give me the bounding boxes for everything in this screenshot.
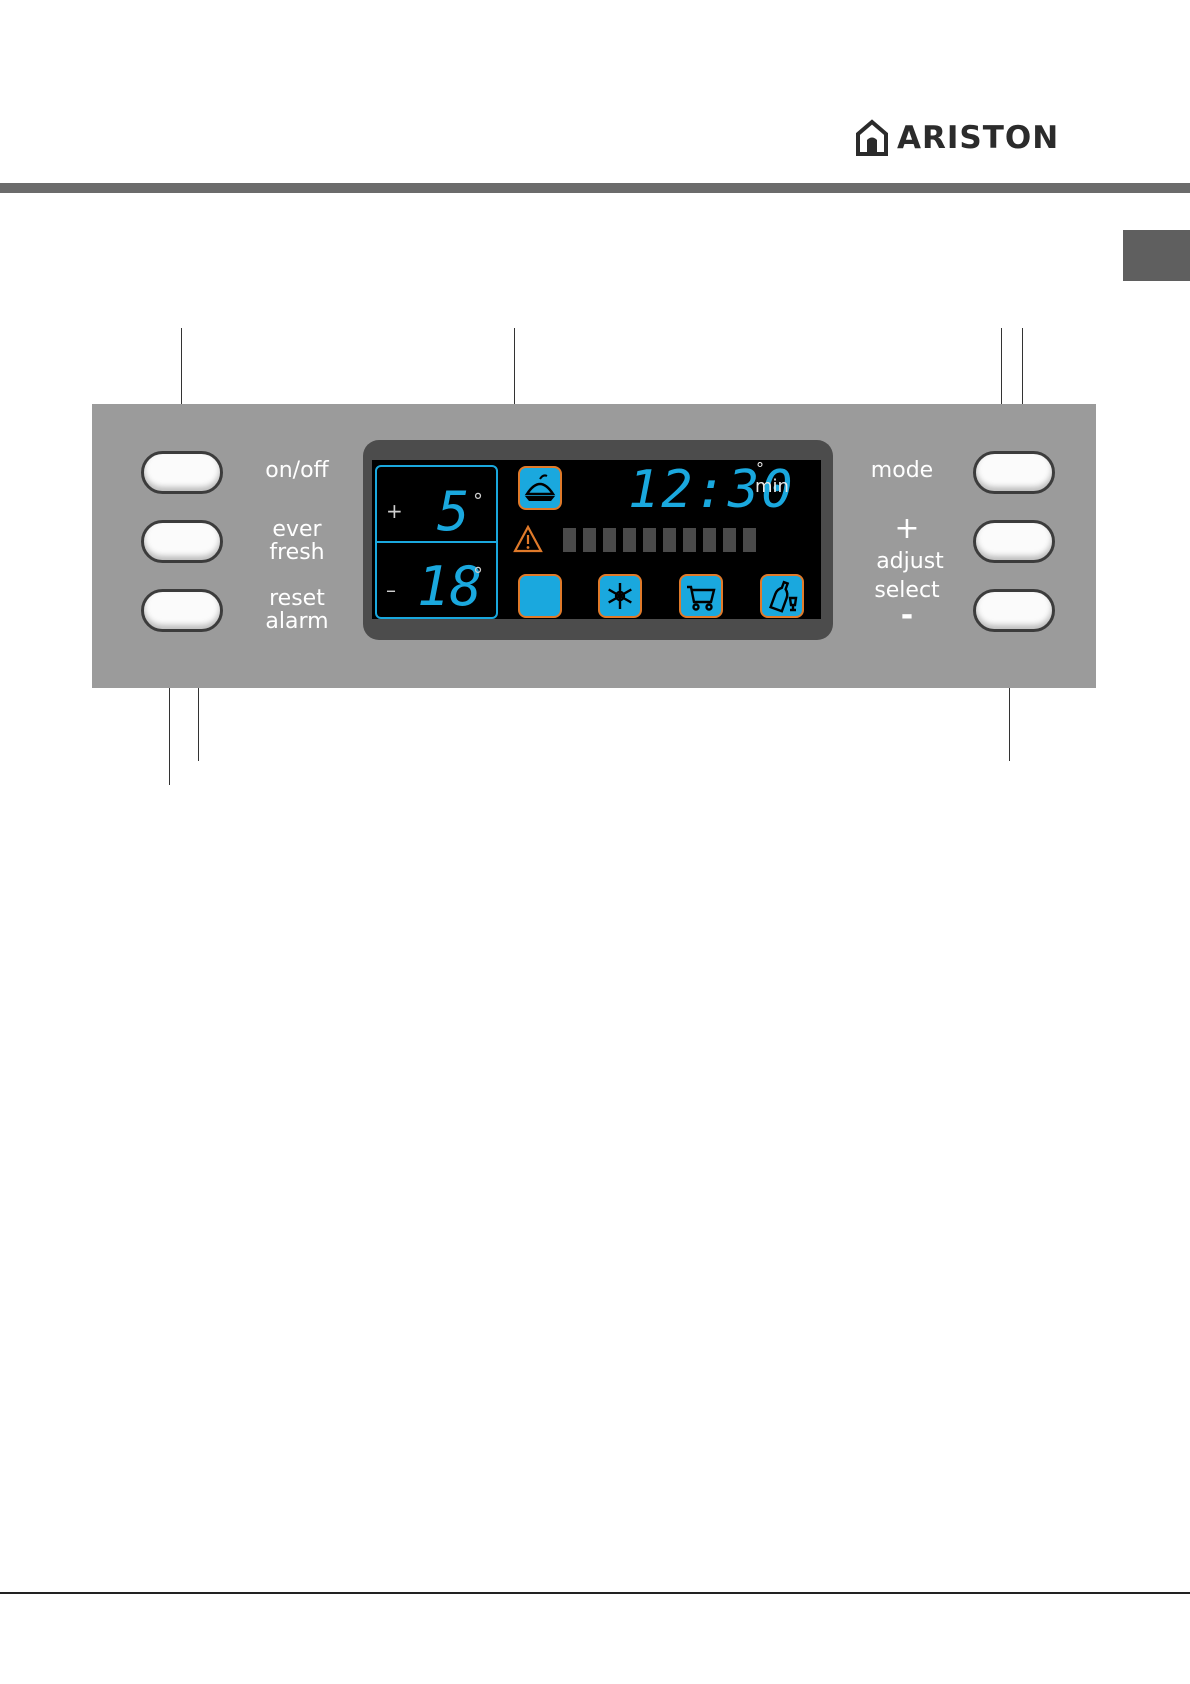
adjust-label: adjust — [855, 550, 965, 573]
ever-fresh-button[interactable] — [141, 520, 223, 563]
adjust-plus-button[interactable] — [973, 520, 1055, 563]
shopping-cart-icon — [679, 574, 723, 618]
freezer-degree: ° — [473, 563, 483, 587]
ariston-logo: ARISTON — [855, 115, 1085, 160]
fridge-sign: + — [386, 499, 403, 523]
on-off-button[interactable] — [141, 451, 223, 494]
house-logo-icon — [855, 119, 889, 157]
footer-rule — [0, 1592, 1190, 1594]
clock-unit: min — [755, 476, 789, 497]
fridge-degree: ° — [473, 489, 483, 513]
mode-label: mode — [852, 459, 952, 482]
snowflake-icon — [598, 574, 642, 618]
header-rule — [0, 183, 1190, 193]
dot-matrix-display — [563, 528, 757, 552]
ever-fresh-label: ever fresh — [242, 518, 352, 564]
section-tab — [1123, 230, 1190, 281]
fridge-temperature: 5 — [437, 485, 470, 539]
on-off-label: on/off — [242, 459, 352, 482]
warning-icon — [513, 525, 543, 553]
brand-name: ARISTON — [897, 120, 1059, 156]
reset-alarm-button[interactable] — [141, 589, 223, 632]
freezer-sign: – — [386, 578, 396, 602]
plus-label: + — [867, 514, 947, 544]
temperature-panel: + 5 ° – 18 ° — [375, 465, 498, 619]
minus-label: - — [867, 601, 947, 631]
bottle-icon — [760, 574, 804, 618]
mode-button[interactable] — [973, 451, 1055, 494]
reset-alarm-label: reset alarm — [242, 587, 352, 633]
adjust-minus-button[interactable] — [973, 589, 1055, 632]
fresh-food-icon — [518, 466, 562, 510]
blank-indicator — [518, 574, 562, 618]
